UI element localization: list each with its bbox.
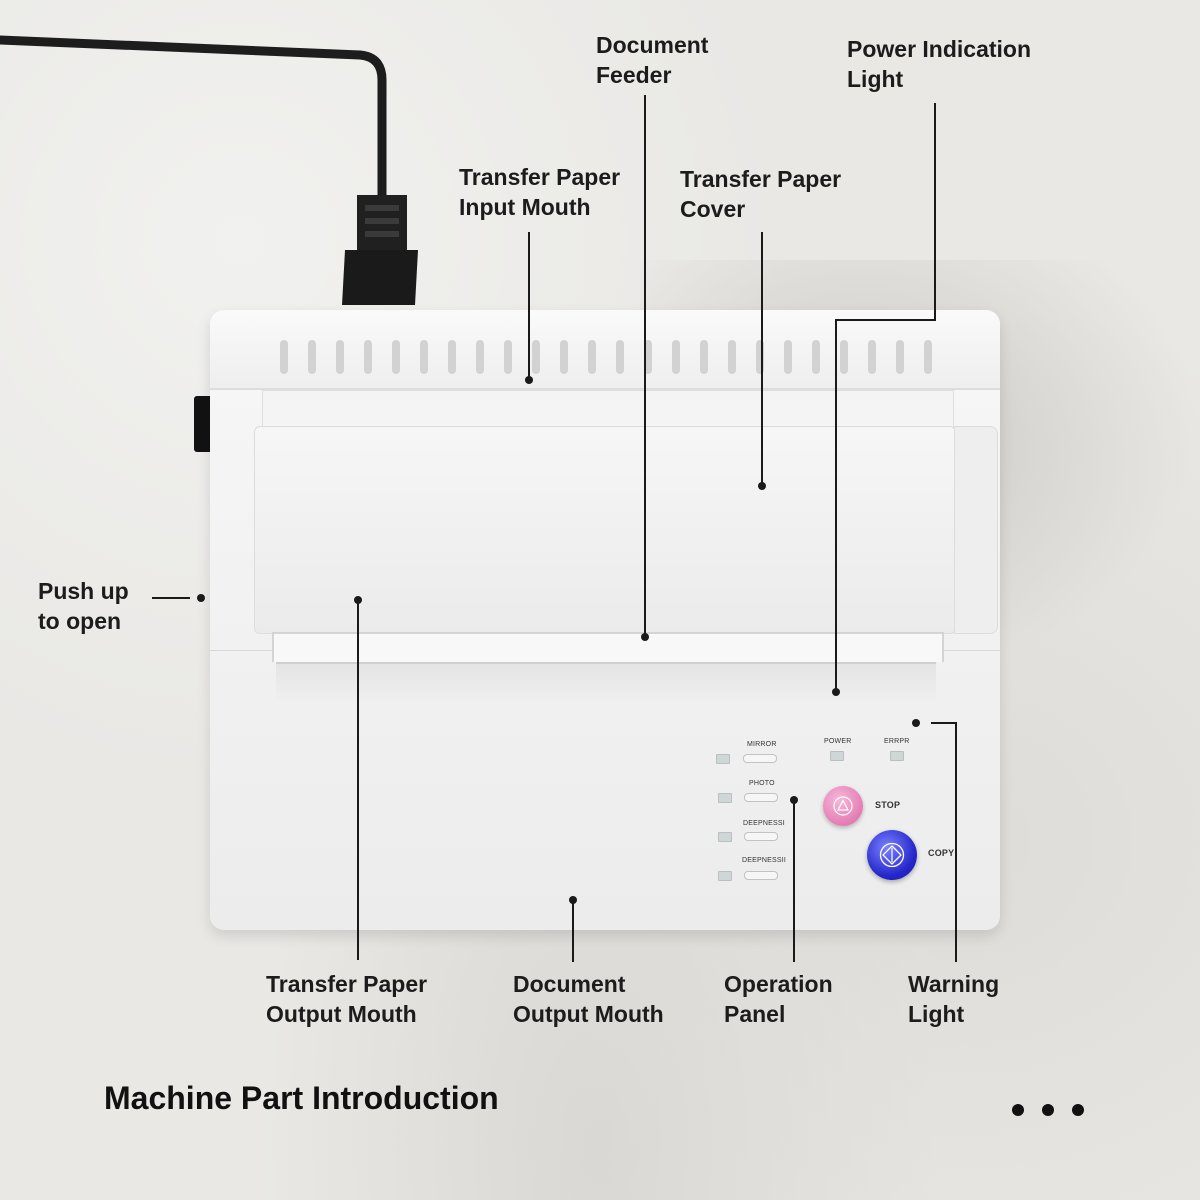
photo-button[interactable] (744, 793, 778, 802)
error-label: ERRPR (884, 738, 910, 745)
triangle-icon (833, 796, 853, 816)
power-cord (0, 35, 418, 305)
photo-led (718, 793, 732, 803)
mirror-button[interactable] (743, 754, 777, 763)
transfer-paper-output-slot (276, 662, 936, 706)
mirror-led (716, 754, 730, 764)
top-vent-strip (210, 310, 1000, 390)
photo-label: PHOTO (749, 780, 775, 787)
power-switch[interactable] (194, 396, 210, 452)
vents (280, 340, 932, 374)
warning-led (890, 751, 904, 761)
cover-hinge (954, 426, 998, 634)
document-feeder[interactable] (272, 632, 944, 662)
deepness1-label: DEEPNESSI (743, 820, 785, 827)
page-title: Machine Part Introduction (104, 1080, 499, 1116)
transfer-paper-cover[interactable] (254, 426, 956, 634)
copy-button[interactable] (867, 830, 917, 880)
copy-label: COPY (928, 848, 955, 858)
deepness1-led (718, 832, 732, 842)
power-led (830, 751, 844, 761)
diamond-icon (879, 842, 905, 868)
ellipsis-icon[interactable] (1012, 1104, 1084, 1116)
transfer-paper-input-mouth[interactable] (262, 390, 954, 428)
mirror-label: MIRROR (747, 741, 777, 748)
deepness2-button[interactable] (744, 871, 778, 880)
stop-button[interactable] (823, 786, 863, 826)
stop-label: STOP (875, 800, 901, 810)
deepness1-button[interactable] (744, 832, 778, 841)
power-label: POWER (824, 738, 852, 745)
deepness2-label: DEEPNESSII (742, 857, 787, 864)
deepness2-led (718, 871, 732, 881)
